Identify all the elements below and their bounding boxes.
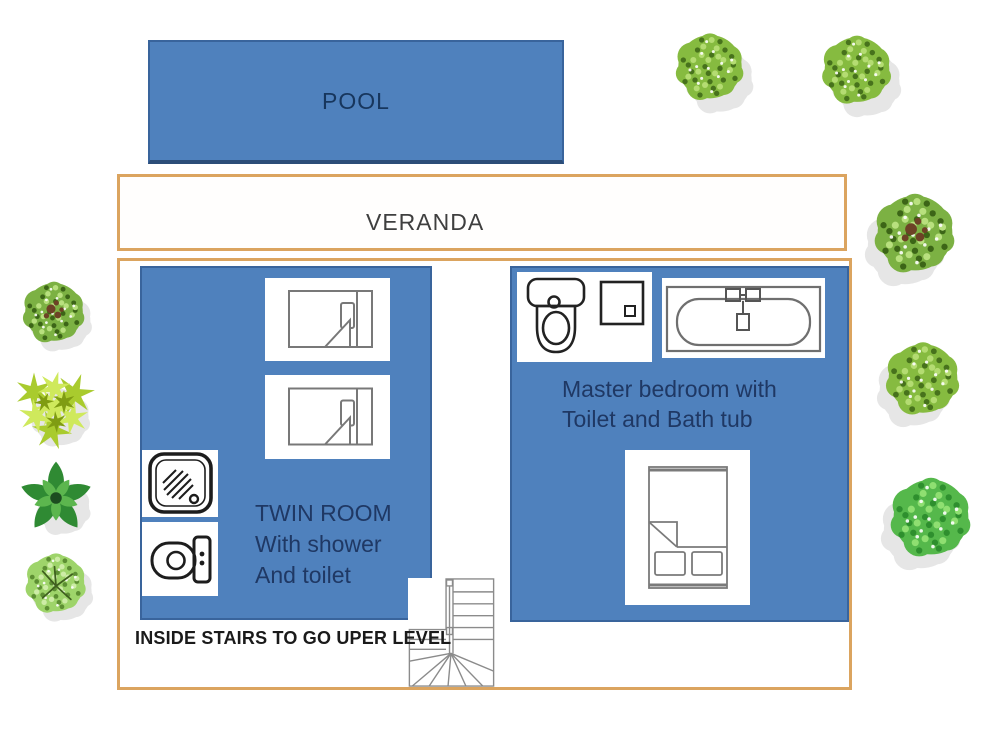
round-bush-icon <box>660 18 754 114</box>
pool-area: POOL <box>148 40 564 164</box>
master-room-label: Master bedroom with Toilet and Bath tub <box>562 374 777 434</box>
palm-plant-icon <box>18 461 94 535</box>
double-bed-tile <box>625 450 750 605</box>
twin-room-label-line1: TWIN ROOM <box>255 500 392 526</box>
spiky-plant-icon <box>12 367 99 457</box>
bathtub-tile <box>662 278 825 358</box>
single-bed-icon <box>288 290 373 348</box>
master-room-label-line1: Master bedroom with <box>562 376 777 402</box>
toilet-tile <box>142 522 218 596</box>
toilet-sink-group <box>526 277 645 354</box>
house-outline: TWIN ROOM With shower And toilet <box>117 258 852 690</box>
single-bed-icon <box>288 387 373 446</box>
twin-room-area: TWIN ROOM With shower And toilet <box>140 266 432 620</box>
toilet-sink-tile <box>517 272 652 362</box>
twin-room-label: TWIN ROOM With shower And toilet <box>255 498 392 591</box>
branched-tree-icon <box>10 540 94 622</box>
bathtub-icon <box>665 285 822 353</box>
round-bush-icon <box>876 326 978 428</box>
twin-room-label-line3: And toilet <box>255 562 351 588</box>
leafy-tree-icon <box>864 176 974 287</box>
master-room-label-line2: Toilet and Bath tub <box>562 406 753 432</box>
sink-icon <box>599 280 645 326</box>
round-bush-icon <box>806 20 902 118</box>
shower-icon <box>147 452 213 514</box>
toilet-top-icon <box>526 277 586 354</box>
toilet-icon <box>150 535 211 584</box>
single-bed-tile <box>265 375 390 459</box>
single-bed-tile <box>265 278 390 361</box>
veranda-label: VERANDA <box>366 209 485 235</box>
bright-bush-icon <box>880 460 990 571</box>
twin-room-label-line2: With shower <box>255 531 382 557</box>
double-bed-icon <box>648 466 728 589</box>
veranda-area: VERANDA <box>117 174 847 251</box>
stairs-note: INSIDE STAIRS TO GO UPER LEVEL <box>135 628 452 648</box>
stairs-tile <box>408 578 495 687</box>
faucet-icon <box>725 288 761 331</box>
pool-label: POOL <box>322 87 390 114</box>
leafy-tree-icon <box>8 268 92 352</box>
winder-stairs-icon <box>408 578 495 687</box>
master-room-area: Master bedroom with Toilet and Bath tub <box>510 266 849 622</box>
shower-tile <box>142 450 218 517</box>
